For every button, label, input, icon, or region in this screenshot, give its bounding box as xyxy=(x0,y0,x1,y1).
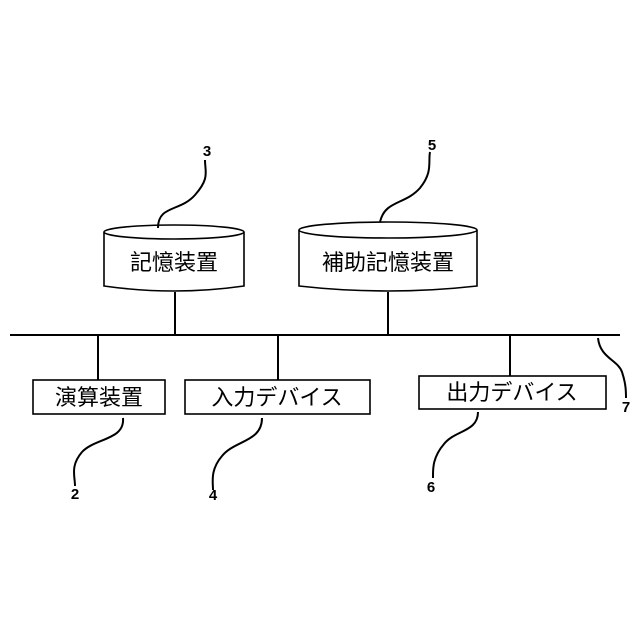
output-device-label: 出力デバイス xyxy=(446,381,577,406)
leader-line-4 xyxy=(213,418,262,490)
auxiliary-memory-cylinder: 補助記憶装置 xyxy=(299,222,477,291)
ref-number-7: 7 xyxy=(622,399,630,416)
input-device-box: 入力デバイス xyxy=(185,380,370,414)
ref-number-4: 4 xyxy=(209,487,218,504)
ref-number-3: 3 xyxy=(203,143,211,160)
leader-line-6 xyxy=(433,412,478,478)
ref-number-6: 6 xyxy=(427,479,435,496)
ref-number-2: 2 xyxy=(71,486,79,503)
arithmetic-unit-box: 演算装置 xyxy=(33,380,165,414)
memory-label: 記憶装置 xyxy=(130,251,218,276)
leader-line-3 xyxy=(158,160,206,228)
leader-line-2 xyxy=(74,418,123,486)
memory-cylinder: 記憶装置 xyxy=(104,225,244,291)
ref-number-5: 5 xyxy=(428,137,436,154)
auxiliary-memory-label: 補助記憶装置 xyxy=(322,251,454,276)
leader-line-5 xyxy=(380,152,430,222)
output-device-box: 出力デバイス xyxy=(419,376,606,409)
arithmetic-unit-label: 演算装置 xyxy=(55,386,143,411)
input-device-label: 入力デバイス xyxy=(211,386,342,411)
